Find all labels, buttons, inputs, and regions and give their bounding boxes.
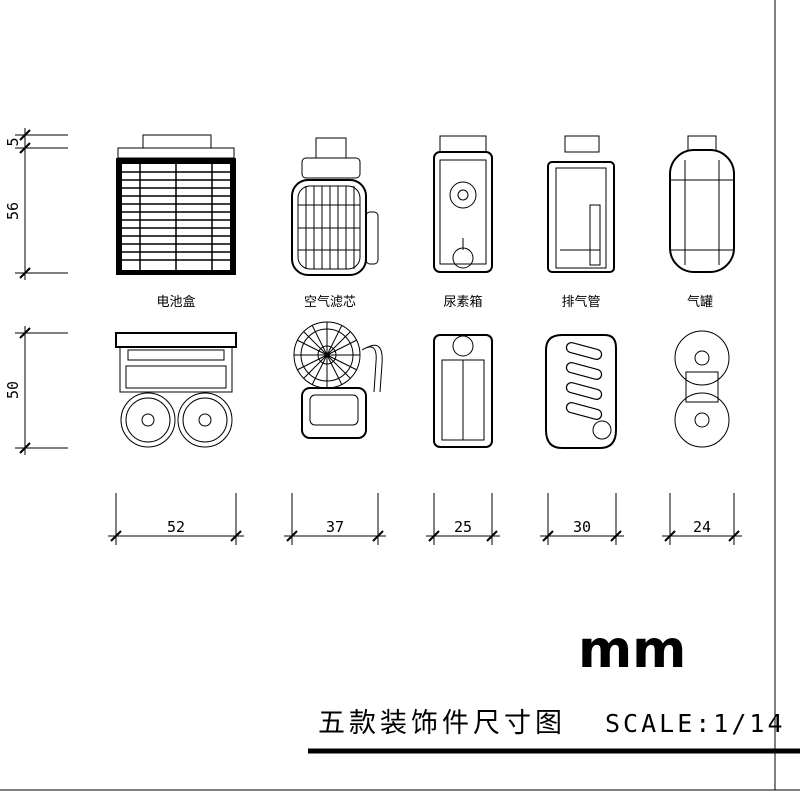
urea-tank-top-view bbox=[433, 334, 493, 448]
air-filter-top-view bbox=[293, 321, 383, 439]
component-label-air-tank: 气罐 bbox=[687, 294, 713, 310]
drawing-scale: SCALE:1/14 bbox=[605, 709, 786, 738]
dimension-25: 25 bbox=[454, 518, 472, 536]
component-label-exhaust-pipe: 排气管 bbox=[561, 294, 600, 310]
air-tank-front-view bbox=[669, 135, 735, 273]
battery-box-top-view bbox=[115, 332, 237, 448]
drawing-title: 五款装饰件尺寸图 bbox=[318, 708, 566, 739]
dimension-52: 52 bbox=[167, 518, 185, 536]
width-dimension-urea-tank: 25 bbox=[426, 493, 500, 545]
width-dimension-air-tank: 24 bbox=[662, 493, 742, 545]
dimension-5: 5 bbox=[4, 137, 22, 146]
dimension-30: 30 bbox=[573, 518, 591, 536]
dimension-56: 56 bbox=[4, 202, 22, 220]
exhaust-pipe-front-view bbox=[547, 135, 615, 273]
left-dimension-top-view: 5 56 bbox=[4, 128, 68, 280]
air-filter-front-view bbox=[291, 137, 379, 276]
left-dimension-bottom-view: 50 bbox=[4, 326, 68, 455]
exhaust-pipe-top-view bbox=[545, 334, 617, 449]
dimension-37: 37 bbox=[326, 518, 344, 536]
dimension-50: 50 bbox=[4, 381, 22, 399]
component-label-air-filter: 空气滤芯 bbox=[304, 294, 356, 310]
air-tank-top-view bbox=[674, 330, 730, 448]
battery-box-front-view bbox=[116, 134, 236, 275]
component-label-urea-tank: 尿素箱 bbox=[443, 294, 482, 310]
component-label-battery-box: 电池盒 bbox=[156, 294, 195, 310]
width-dimension-exhaust-pipe: 30 bbox=[540, 493, 624, 545]
title-block: 五款装饰件尺寸图 SCALE:1/14 bbox=[308, 708, 800, 754]
dimension-24: 24 bbox=[693, 518, 711, 536]
unit-label: mm bbox=[578, 620, 686, 680]
width-dimension-battery-box: 52 bbox=[108, 493, 244, 545]
width-dimension-air-filter: 37 bbox=[284, 493, 386, 545]
urea-tank-front-view bbox=[433, 135, 493, 273]
